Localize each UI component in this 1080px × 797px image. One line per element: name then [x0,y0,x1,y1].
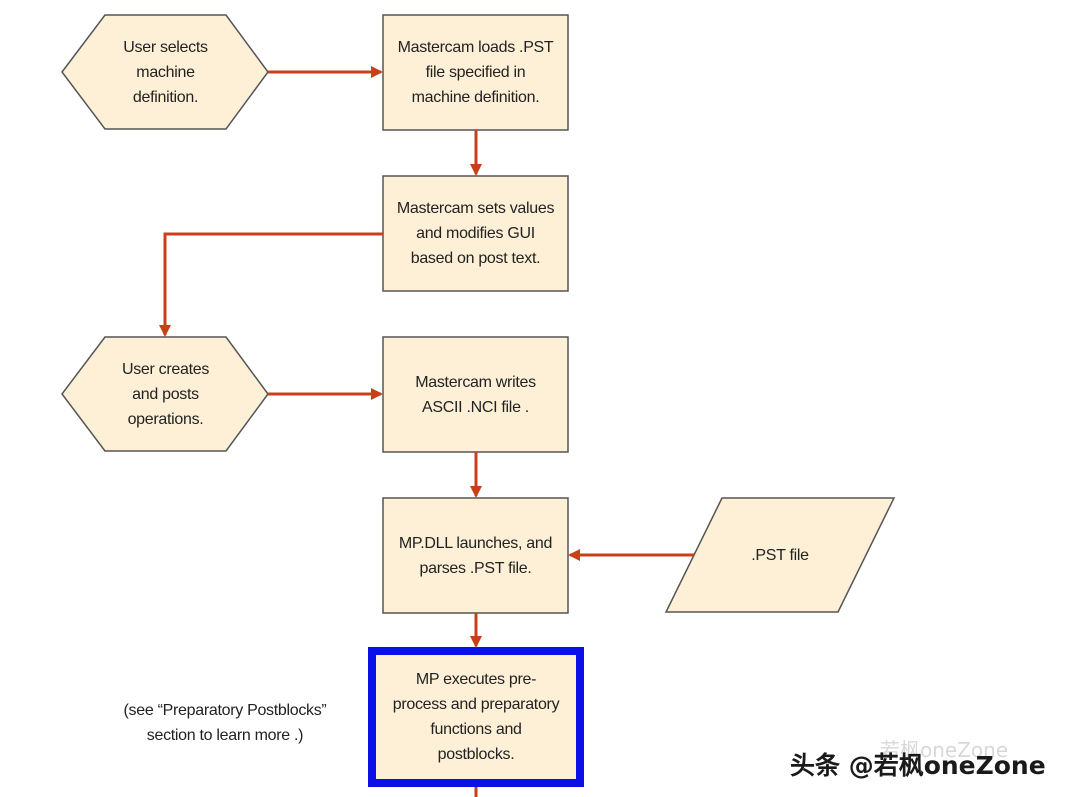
mp-executes-label: MP executes pre-process and preparatory … [392,671,560,763]
loads-pst-label: Mastercam loads .PST file specified in m… [397,39,554,106]
user-selects-label: User selects machine definition. [123,38,208,106]
sets-values-label: Mastercam sets values and modifies GUI b… [396,200,555,267]
writes-nci-label: Mastercam writes ASCII .NCI file . [415,373,536,416]
mp-launches-label: MP.DLL launches, and parses .PST file. [398,534,553,577]
pst-file-label: .PST file [751,546,809,564]
writes-nci-box [382,336,569,453]
mp-executes-box [368,647,584,787]
pst-file-parallelogram [664,497,896,613]
user-creates-label: User creates and posts operations. [121,360,210,428]
arrow-sets-to-creates [159,232,383,337]
watermark-text: 头条 @若枫oneZone [790,751,1046,780]
loads-pst-box [382,14,569,131]
preparatory-note: (see “Preparatory Postblocks” section to… [123,702,327,744]
watermark-ghost: 若枫oneZone [880,738,1009,762]
